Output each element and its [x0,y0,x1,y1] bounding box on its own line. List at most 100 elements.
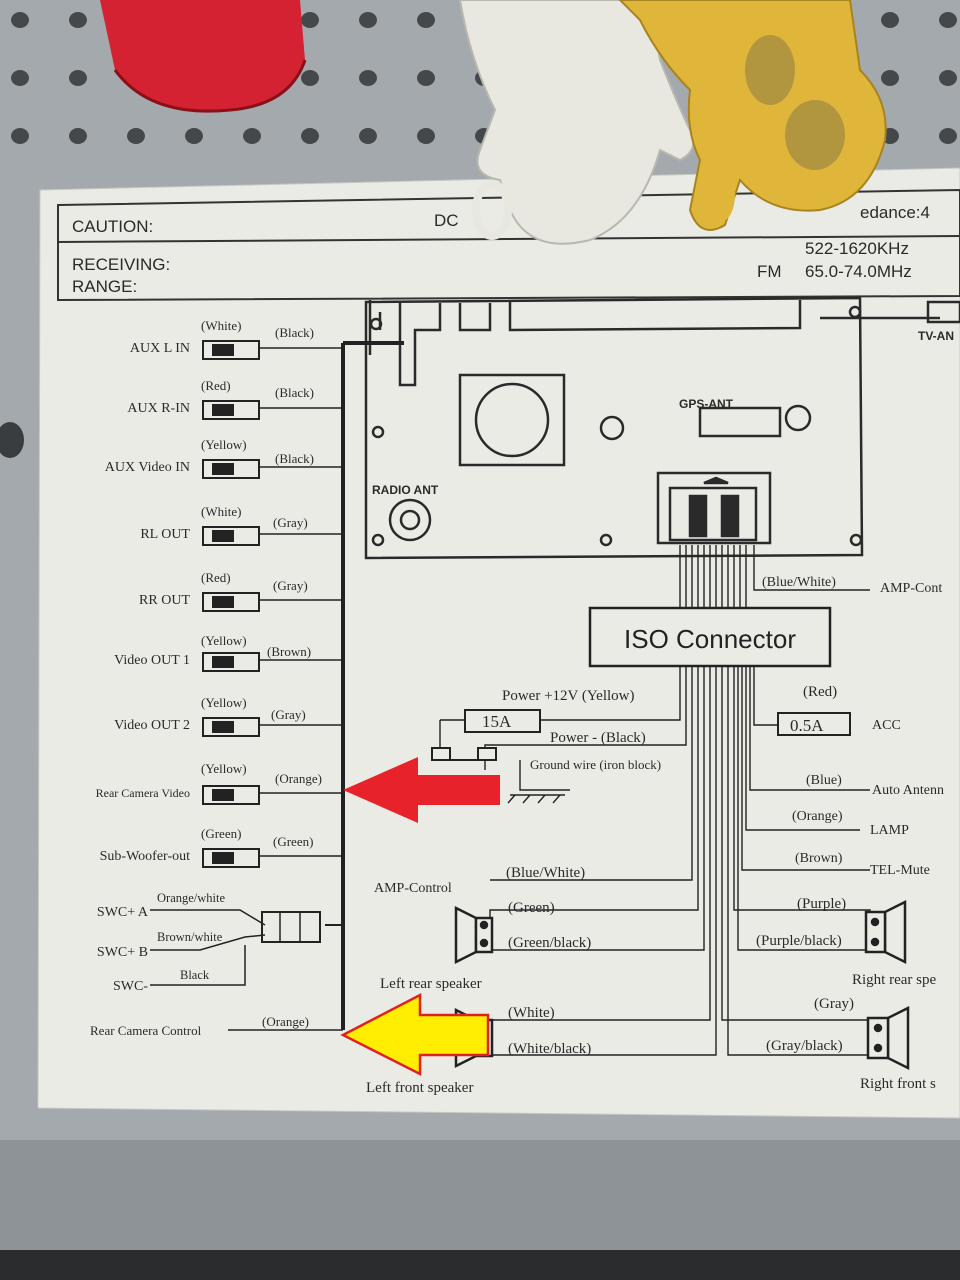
fm-range: 65.0-74.0MHz [805,262,912,281]
iso-connector-box [588,606,832,668]
rca-plug-color: (Yellow) [201,695,247,710]
rca-plug-color: (Yellow) [201,761,247,776]
rca-plug-color: (Yellow) [201,633,247,648]
right-front-pos-wire: (Gray) [814,996,854,1012]
iso-connector-title: ISO Connector [624,624,796,654]
power-neg-label: Power - (Black) [550,730,646,746]
rca-wire-color: (Black) [275,451,314,466]
amp-control-wire: (Blue/White) [506,865,585,881]
rca-wire-color: (Gray) [271,707,306,722]
swc-b-wire: Brown/white [157,930,223,944]
right-front-speaker-icon [866,1005,910,1071]
left-rear-speaker-label: Left rear speaker [380,976,482,992]
amp-top-label: AMP-Cont [880,581,942,596]
auto-antenna-label: Auto Antenn [872,783,944,798]
rca-plug-color: (Yellow) [201,437,247,452]
fuse-05a-label: 0.5A [790,716,824,735]
right-rear-speaker-icon [864,899,907,965]
left-front-neg-wire: (White/black) [508,1041,591,1057]
rca-caps [100,0,887,245]
swc-a-label: SWC+ A [97,905,149,920]
rca-plug-color: (White) [201,318,241,333]
auto-antenna-wire: (Blue) [806,773,842,788]
rca-label: Rear Camera Video [96,786,190,800]
fuse-05a [777,712,851,736]
rca-row: AUX R-IN (Red) (Black) [127,378,343,420]
chassis-hole-left [0,422,24,458]
rca-row: RL OUT (White) (Gray) [140,504,343,546]
amp-control-label: AMP-Control [374,881,452,896]
head-unit [364,296,960,560]
swc-a-wire: Orange/white [157,891,225,905]
am-range: 522-1620KHz [805,239,909,258]
right-rear-speaker-label: Right rear spe [852,972,936,988]
right-front-neg-wire: (Gray/black) [766,1038,843,1054]
header-divider [57,235,960,243]
tv-ant-label: TV-AN [918,329,954,343]
rca-label: AUX R-IN [127,401,190,416]
header-box [57,188,960,302]
rca-label: RR OUT [139,593,190,608]
rca-plug-icon [202,340,260,360]
fuse-15a-label: 15A [482,712,512,731]
rca-row: Sub-Woofer-out (Green) (Green) [100,826,343,868]
swc-block: SWC+ A SWC+ B SWC- Orange/white Brown/wh… [97,891,321,994]
rca-row: Video OUT 1 (Yellow) (Brown) [114,633,343,672]
right-front-speaker-label: Right front s [860,1076,936,1092]
ground-terminal [431,747,451,761]
left-rear-pos-wire: (Green) [508,900,555,916]
fuses [431,709,851,761]
fm-label: FM [757,262,782,281]
right-rear-pos-wire: (Purple) [797,896,846,912]
rca-label: Video OUT 2 [114,718,190,733]
range-label: RANGE: [72,277,137,296]
swc-neg-label: SWC- [113,979,148,994]
rca-plug-icon [202,717,260,737]
amp-top-wire: (Blue/White) [762,575,836,590]
rca-plug-icon [202,652,260,672]
impedance-fragment: edance:4 [860,203,930,222]
tel-mute-label: TEL-Mute [870,863,930,878]
left-front-pos-wire: (White) [508,1005,555,1021]
swc-neg-wire: Black [180,968,210,982]
rca-wire-color: (Gray) [273,578,308,593]
acc-wire-color: (Red) [803,684,837,700]
rca-plug-color: (Red) [201,378,231,393]
dc-fragment: DC [434,211,459,230]
swc-b-label: SWC+ B [97,945,148,960]
rca-wire-color: (Brown) [267,644,311,659]
rca-rows: AUX L IN (White) (Black) AUX R-IN (Red) … [96,318,343,868]
rca-label: Sub-Woofer-out [100,849,190,864]
rca-plug-icon [202,526,260,546]
rca-label: RL OUT [140,527,190,542]
left-front-speaker-label: Left front speaker [366,1080,473,1096]
power-12v-label: Power +12V (Yellow) [502,688,635,704]
lamp-label: LAMP [870,823,909,838]
rca-wire-color: (Orange) [275,771,322,786]
ground-wire-label: Ground wire (iron block) [530,757,661,772]
rca-label: Video OUT 1 [114,653,190,668]
rca-row: Rear Camera Video (Yellow) (Orange) [96,761,343,805]
right-rear-neg-wire: (Purple/black) [756,933,842,949]
rca-row: RR OUT (Red) (Gray) [139,570,343,612]
lamp-wire: (Orange) [792,809,843,824]
rca-plug-color: (White) [201,504,241,519]
rca-row: AUX Video IN (Yellow) (Black) [105,437,343,479]
rca-plug-icon [202,459,260,479]
rear-camera-control-label: Rear Camera Control [90,1023,202,1038]
rca-label: AUX Video IN [105,460,190,475]
rca-wire-color: (Black) [275,385,314,400]
tel-mute-wire: (Brown) [795,851,843,866]
receiving-label: RECEIVING: [72,255,170,274]
chassis-edge [0,1250,960,1280]
ground-terminal [477,747,497,761]
sticker-label [37,167,960,1119]
yellow-arrow-icon [340,992,490,1077]
rca-plug-icon [202,848,260,868]
left-rear-speaker-icon [454,905,494,965]
rca-plug-color: (Green) [201,826,241,841]
red-rca-cap [100,0,305,112]
rca-row: AUX L IN (White) (Black) [130,318,343,360]
